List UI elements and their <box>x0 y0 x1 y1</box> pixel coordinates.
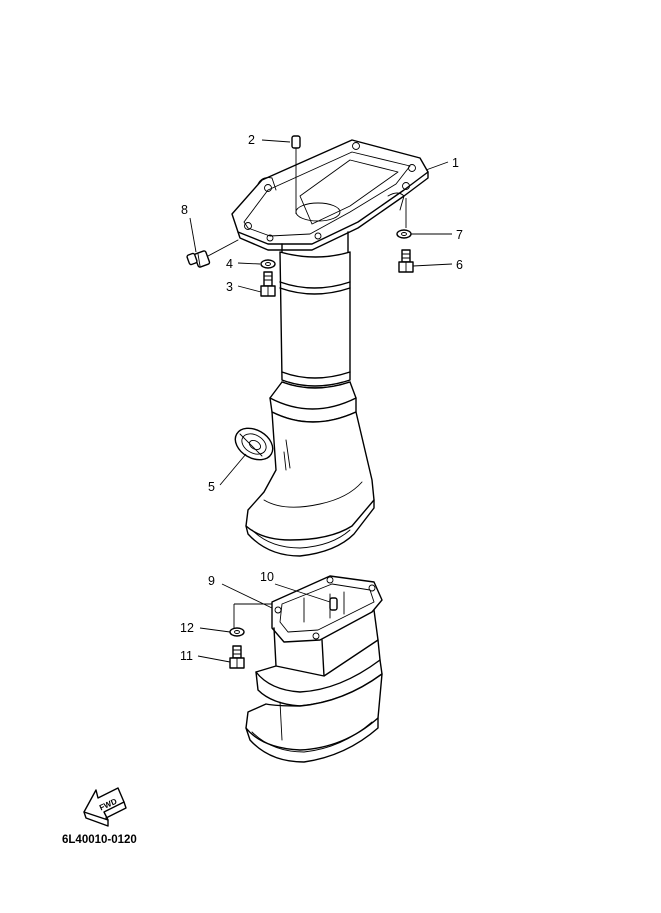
callouts: 2 1 8 4 3 7 6 5 9 10 12 11 <box>180 133 463 663</box>
bolt-11 <box>229 645 245 669</box>
callout-6: 6 <box>456 258 463 272</box>
callout-1: 1 <box>452 156 459 170</box>
dowel-pin-lower <box>329 597 338 611</box>
callout-9: 9 <box>208 574 215 588</box>
dowel-pin-upper <box>291 135 301 214</box>
callout-12: 12 <box>180 621 194 635</box>
fwd-arrow-icon: FWD <box>83 787 127 827</box>
bolt-6 <box>398 249 414 273</box>
part-code: 6L40010-0120 <box>62 834 137 846</box>
bolt-3 <box>260 271 276 297</box>
callout-2: 2 <box>248 133 255 147</box>
washer-7 <box>396 198 412 239</box>
callout-11: 11 <box>180 649 193 663</box>
fitting-nipple <box>186 239 239 268</box>
callout-4: 4 <box>226 257 233 271</box>
callout-8: 8 <box>181 203 188 217</box>
callout-10: 10 <box>260 570 274 584</box>
lower-plate <box>245 575 383 763</box>
callout-7: 7 <box>456 228 463 242</box>
washer-12 <box>229 627 245 637</box>
grommet <box>234 427 274 461</box>
upper-casing <box>231 139 429 557</box>
callout-3: 3 <box>226 280 233 294</box>
leader-lines <box>189 139 453 663</box>
callout-5: 5 <box>208 480 215 494</box>
washer-4 <box>260 259 276 269</box>
